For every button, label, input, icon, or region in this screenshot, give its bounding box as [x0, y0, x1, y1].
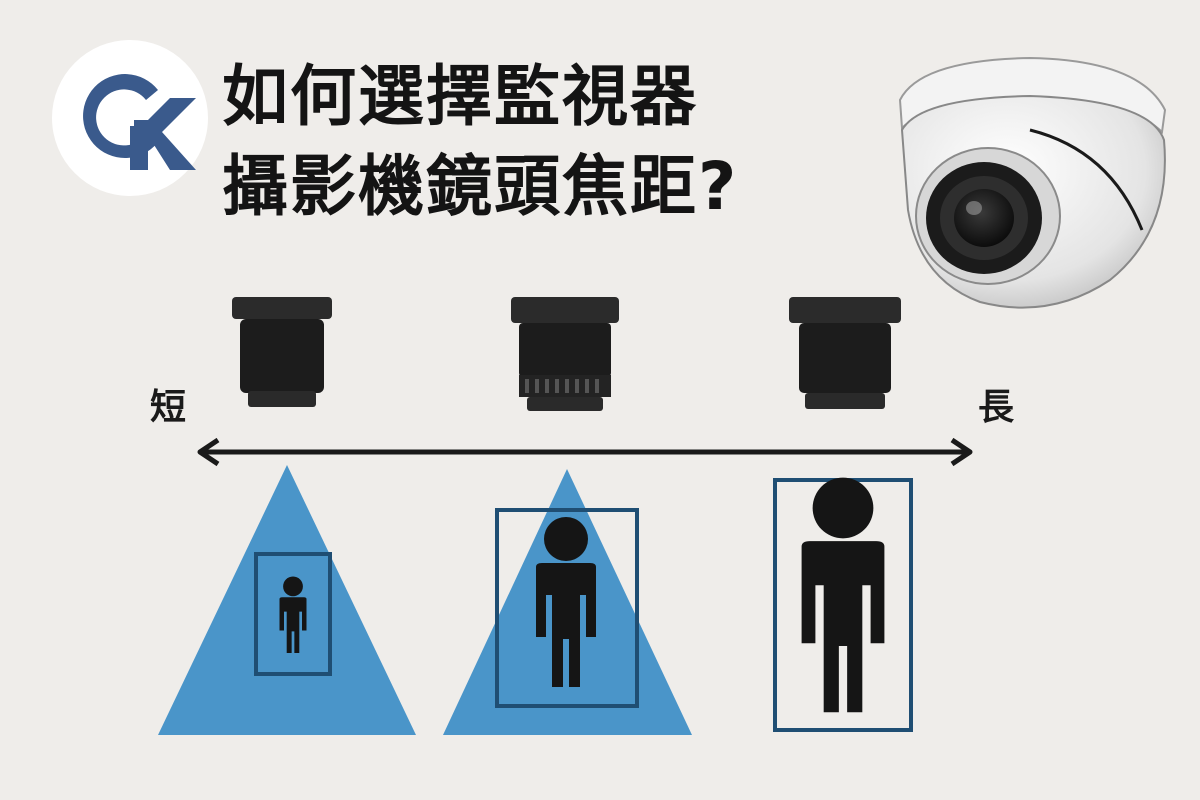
- wide-subject-frame: [254, 552, 332, 676]
- narrow-view-scene: [773, 477, 913, 732]
- wide-view-scene: [158, 465, 416, 735]
- focal-length-axis-arrow: [197, 437, 973, 467]
- long-focal-label: 長: [978, 387, 1015, 428]
- gk-logo: [52, 40, 208, 196]
- medium-subject-frame: [495, 508, 639, 708]
- short-focal-label: 短: [150, 387, 187, 428]
- dome-camera-icon: [898, 56, 1167, 309]
- long-focal-lens-icon: [789, 297, 901, 409]
- page-title: 如何選擇監視器 攝影機鏡頭焦距?: [222, 52, 738, 232]
- title-line-2: 攝影機鏡頭焦距?: [222, 148, 739, 225]
- narrow-person-icon: [801, 477, 885, 713]
- title-line-1: 如何選擇監視器: [222, 58, 698, 135]
- medium-focal-lens-icon: [511, 297, 619, 411]
- medium-view-scene: [443, 469, 692, 735]
- field-of-view-comparison: [158, 465, 913, 735]
- short-focal-lens-icon: [232, 297, 332, 407]
